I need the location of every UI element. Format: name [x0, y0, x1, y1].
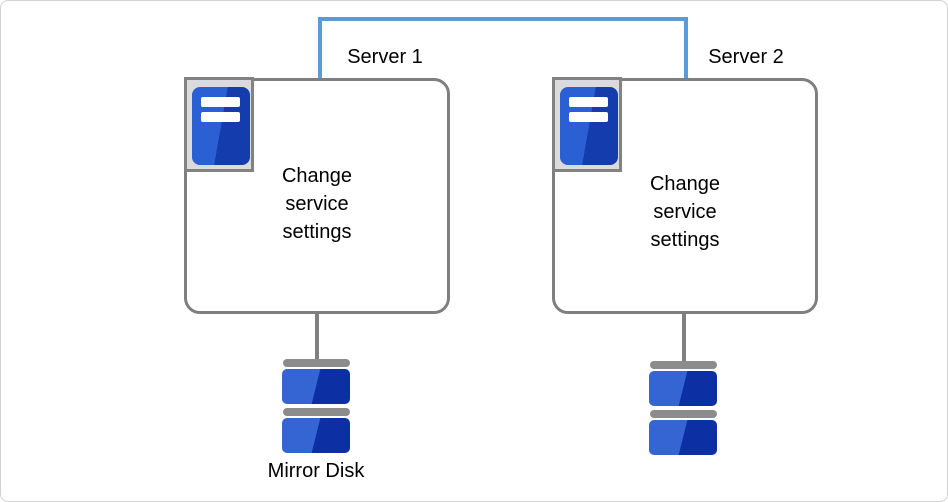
disk-separator — [282, 359, 350, 367]
interconnect-line — [318, 17, 688, 79]
server-icon-body — [560, 87, 618, 165]
mirror-disk-label: Mirror Disk — [267, 460, 365, 482]
server-icon-slot — [201, 112, 240, 122]
disk-separator — [649, 410, 717, 418]
server2-service-settings-text: Change service settings — [649, 173, 721, 251]
server2-disk-connector — [682, 312, 686, 362]
server-icon — [552, 77, 622, 172]
server1-service-settings-text: Change service settings — [281, 165, 353, 243]
disk-stack-icon — [282, 359, 350, 453]
server2-label: Server 2 — [708, 46, 784, 68]
disk-platter — [282, 418, 350, 453]
server-icon-body — [192, 87, 250, 165]
disk-platter — [282, 369, 350, 404]
server1-disk-connector — [315, 312, 319, 360]
server-icon-slot — [201, 97, 240, 107]
disk-platter — [649, 371, 717, 406]
server-icon — [184, 77, 254, 172]
server-icon-slot — [569, 112, 608, 122]
disk-stack-icon — [649, 361, 717, 455]
disk-platter — [649, 420, 717, 455]
disk-separator — [282, 408, 350, 416]
disk-separator — [649, 361, 717, 369]
server1-label: Server 1 — [347, 46, 423, 68]
server-icon-slot — [569, 97, 608, 107]
